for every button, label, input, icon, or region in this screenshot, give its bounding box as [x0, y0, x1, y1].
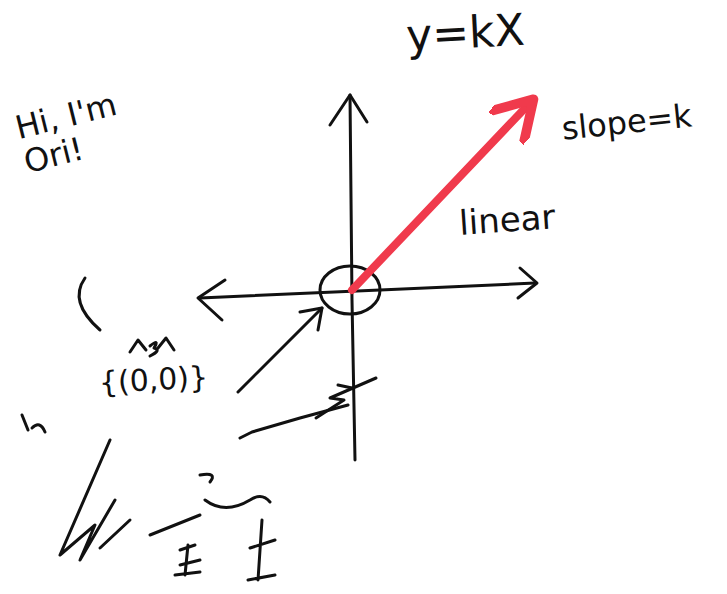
scribble — [22, 415, 45, 432]
leader-arrow — [238, 308, 322, 392]
speech-mark — [79, 278, 100, 330]
origin-label: {(0,0)} — [98, 360, 209, 399]
equation-label: y=kX — [405, 6, 526, 61]
x-axis — [200, 283, 535, 298]
slope-label: slope=k — [560, 98, 693, 147]
body-doodle — [205, 496, 270, 507]
slope-arrow — [352, 105, 528, 290]
foot-doodle — [248, 520, 275, 580]
axis-arrowhead — [198, 280, 225, 320]
wing-doodle — [100, 520, 130, 548]
axis-arrowhead — [330, 95, 367, 125]
greeting-label: Hi, I'm Ori! — [12, 76, 175, 181]
linear-label: linear — [458, 198, 557, 242]
foot-doodle — [175, 545, 200, 575]
body-doodle — [240, 405, 348, 438]
body-doodle — [200, 474, 212, 482]
y-axis — [350, 95, 355, 460]
axis-arrowhead — [518, 268, 537, 298]
body-doodle — [150, 515, 200, 535]
body-doodle — [316, 378, 376, 418]
face-doodle — [130, 338, 174, 356]
leader-arrowhead — [300, 308, 322, 330]
body-doodle — [338, 385, 352, 388]
